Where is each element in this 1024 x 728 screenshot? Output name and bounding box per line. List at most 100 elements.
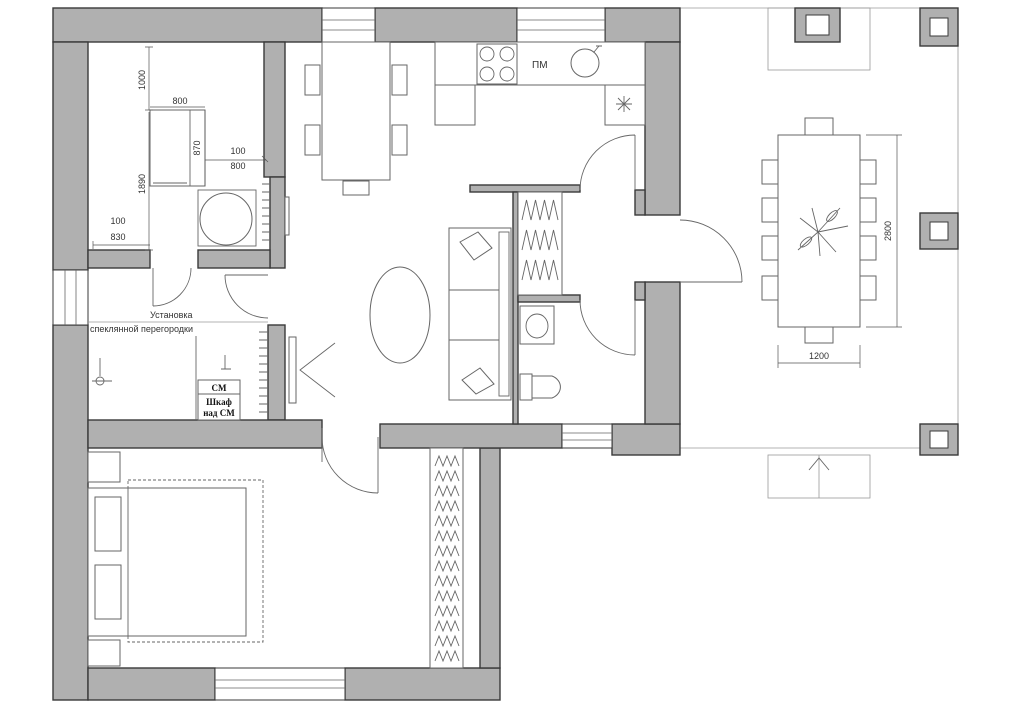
- chair: [761, 275, 779, 301]
- dim-line-length: [866, 134, 902, 328]
- column-core: [929, 17, 949, 37]
- dining-table: [321, 41, 391, 181]
- dim-line-width: [777, 345, 861, 368]
- window: [561, 423, 613, 449]
- hall-door-swing: [224, 274, 269, 319]
- chair: [761, 197, 779, 223]
- dim-label-870: 870: [192, 140, 202, 155]
- toilet-tank: [519, 373, 533, 401]
- bedroom-wall: [87, 419, 323, 449]
- dim-label-100-right: 100: [230, 146, 245, 156]
- dim-label-100-bottom: 100: [110, 216, 125, 226]
- oval-rug: [369, 266, 431, 364]
- centerpiece-leaf: [799, 236, 813, 248]
- chair: [342, 180, 370, 196]
- dim-line-1000: [145, 46, 153, 111]
- chair: [859, 275, 877, 301]
- cabinet-label-line1: Шкаф: [206, 397, 232, 407]
- windows: [52, 7, 613, 701]
- hall-wardrobe-hangers: [521, 199, 559, 281]
- vestibule-door-swing: [579, 299, 636, 356]
- sink-faucet-icon: [593, 45, 602, 53]
- dim-line-1890: [145, 112, 153, 251]
- wall: [604, 7, 681, 43]
- wall: [52, 7, 323, 43]
- column-core: [929, 221, 949, 241]
- window-glass: [562, 432, 612, 441]
- partition-note-line1: Установка: [150, 310, 193, 320]
- window-glass: [517, 19, 605, 31]
- terrace-columns: [794, 7, 959, 456]
- lamp-bulb: [95, 376, 105, 386]
- column-core: [929, 430, 949, 449]
- bathroom: 1000 800 870 100 800 1890 100 830: [92, 46, 290, 251]
- lamp-icon: [92, 358, 112, 382]
- burner: [499, 46, 515, 62]
- stove: [476, 43, 518, 85]
- nightstand: [87, 639, 121, 667]
- laundry-wall: [267, 324, 286, 421]
- cabinet-label-line2: над СМ: [203, 408, 235, 418]
- table-centerpiece-icon: [797, 207, 849, 257]
- terrace: 2800 1200: [612, 7, 959, 499]
- column-core: [805, 14, 830, 36]
- chair: [804, 117, 834, 136]
- bedroom-door-swing: [321, 428, 379, 494]
- chair: [761, 235, 779, 261]
- window: [516, 7, 606, 43]
- tv: [288, 336, 297, 404]
- dim-label-800-top: 800: [172, 96, 187, 106]
- sofa-back: [498, 231, 510, 397]
- terrace-dining-set: [761, 117, 877, 344]
- wall: [374, 7, 518, 43]
- window-glass: [64, 270, 77, 325]
- sofa-pillow: [459, 231, 493, 261]
- radiator: [262, 183, 270, 241]
- bathroom-door-swing: [152, 267, 192, 307]
- wc-washbasin-bowl: [525, 313, 549, 339]
- chair: [859, 235, 877, 261]
- wall: [479, 447, 501, 669]
- tv-view-angle: [299, 342, 336, 398]
- chair: [304, 64, 321, 96]
- vestibule-stub: [634, 189, 646, 216]
- nightstand: [87, 451, 121, 483]
- dim-line-830: [92, 241, 150, 249]
- washbasin-cabinet: [197, 189, 257, 247]
- vestibule-stub: [634, 281, 646, 301]
- wc-wall: [517, 294, 581, 303]
- cabinet-above-washer: [197, 393, 241, 421]
- chair: [391, 64, 408, 96]
- wc: [519, 305, 561, 401]
- chair: [804, 326, 834, 344]
- doors: [152, 134, 743, 494]
- chair: [761, 159, 779, 185]
- vestibule-door-swing: [579, 134, 636, 191]
- bathroom-wall: [197, 249, 271, 269]
- toilet-bowl: [531, 375, 561, 399]
- terrace-table-dimensions: 2800 1200: [777, 134, 902, 368]
- chair: [391, 124, 408, 156]
- bathroom-wall: [87, 249, 151, 269]
- wall: [87, 667, 216, 701]
- exterior-walls: [52, 7, 681, 701]
- faucet-icon: [221, 355, 231, 370]
- radiator: [259, 331, 268, 413]
- dishwasher-label: ПМ: [532, 60, 548, 71]
- pillow: [94, 496, 122, 552]
- kitchen-sink: [570, 48, 600, 78]
- bedroom-wardrobe-hangers: [434, 454, 460, 663]
- dim-line-800-right: [205, 155, 269, 163]
- partition-note-line2: спеклянной перегородки: [90, 324, 193, 334]
- kitchen-counter: [434, 41, 646, 86]
- entrance-door-swing: [679, 219, 743, 283]
- bedroom: [87, 447, 464, 669]
- dim-label-1890: 1890: [137, 174, 147, 194]
- chair: [859, 159, 877, 185]
- snowflake-icon: [616, 96, 632, 112]
- hall-wardrobe: [517, 191, 563, 296]
- chair: [859, 197, 877, 223]
- dim-label-800-right: 800: [230, 161, 245, 171]
- towel-rail: [284, 196, 290, 236]
